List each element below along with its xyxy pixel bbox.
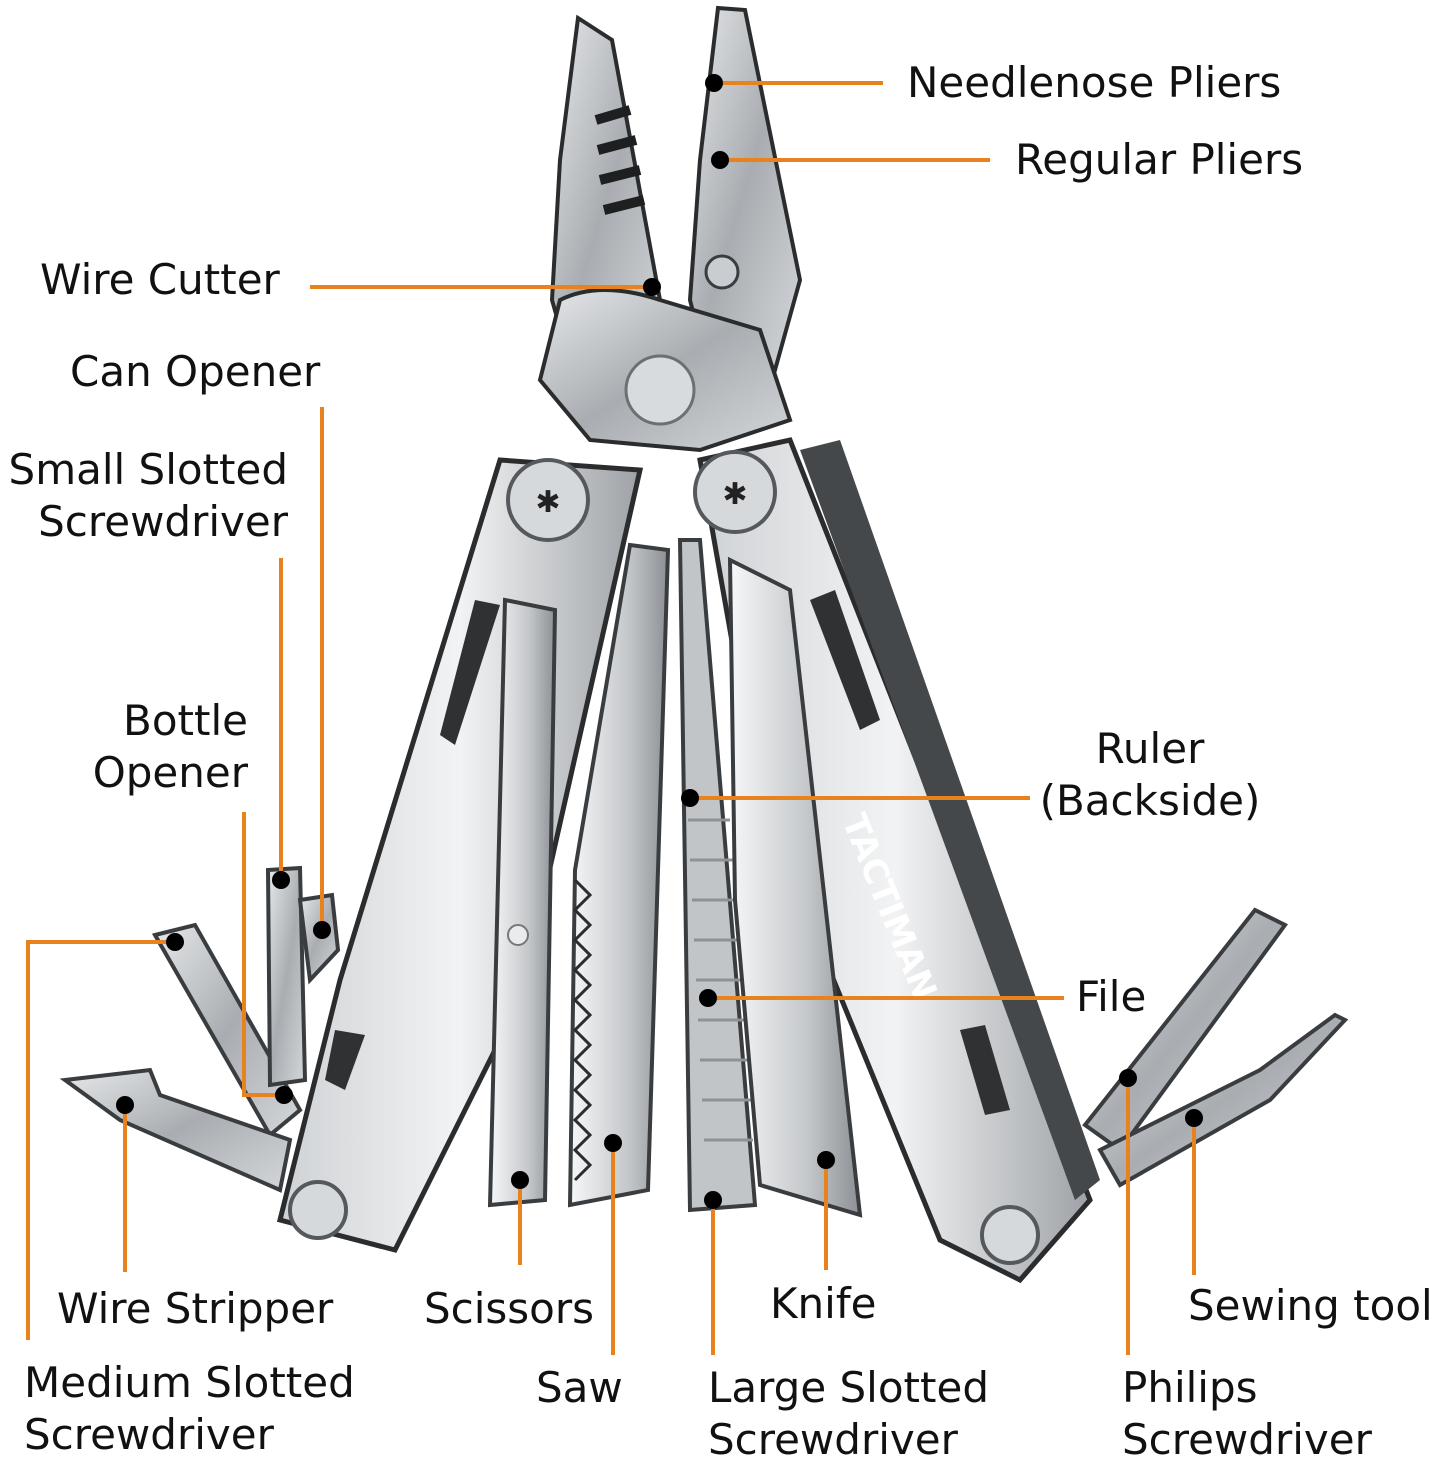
dot-marker: [704, 1191, 722, 1209]
dot-marker: [1185, 1109, 1203, 1127]
right-pivot-screw-icon: [693, 450, 777, 534]
small-screwdriver-tool: [265, 865, 308, 1088]
right-bottom-screw-icon: [980, 1205, 1040, 1265]
torx-icon: ✱: [535, 485, 560, 520]
right-handle-cutout: [810, 590, 880, 730]
file-tool: [677, 538, 758, 1213]
saw-tool: [567, 542, 671, 1208]
label-file: File: [1076, 972, 1147, 1021]
dot-marker: [604, 1134, 622, 1152]
dot-marker: [699, 989, 717, 1007]
left-bottom-screw-icon: [288, 1180, 348, 1240]
label-sewing-tool: Sewing tool: [1188, 1281, 1433, 1330]
dot-marker: [275, 1086, 293, 1104]
label-small-slotted-screwdriver: Small Slotted Screwdriver: [8, 445, 288, 546]
left-pivot-screw-icon: [506, 458, 590, 542]
dot-marker: [272, 871, 290, 889]
label-wire-stripper: Wire Stripper: [57, 1284, 334, 1333]
sewing-tool: [1097, 1012, 1349, 1188]
bottle-opener-leader: [242, 812, 284, 1097]
dot-marker: [1119, 1069, 1137, 1087]
label-can-opener: Can Opener: [70, 347, 321, 396]
scissors-tool: [487, 597, 558, 1208]
pivot-cap: [624, 354, 696, 426]
jaw-screw-icon: [704, 254, 740, 290]
knife-tool: [727, 556, 863, 1218]
dot-marker: [166, 933, 184, 951]
medium-screwdriver-leader: [26, 940, 175, 1340]
right-handle-spine: [800, 440, 1100, 1200]
medium-screwdriver-tool: [151, 922, 303, 1139]
left-handle-cutout-2: [325, 1030, 365, 1090]
label-ruler: Ruler (Backside): [1039, 724, 1261, 825]
label-scissors: Scissors: [424, 1284, 595, 1333]
dot-marker: [643, 278, 661, 296]
right-handle-cutout-2: [960, 1025, 1010, 1115]
label-needlenose-pliers: Needlenose Pliers: [907, 58, 1282, 107]
torx-icon: ✱: [722, 477, 747, 512]
dot-marker: [313, 921, 331, 939]
label-philips-screwdriver: Philips Screwdriver: [1122, 1363, 1372, 1464]
callout-dots: [116, 74, 1203, 1209]
dot-marker: [681, 789, 699, 807]
dot-marker: [711, 151, 729, 169]
label-bottle-opener: Bottle Opener: [92, 696, 248, 797]
label-wire-cutter: Wire Cutter: [40, 255, 280, 304]
left-handle-cutout: [440, 600, 500, 745]
saw-teeth: [572, 878, 593, 1182]
dot-marker: [705, 74, 723, 92]
plier-teeth: [594, 105, 646, 215]
label-regular-pliers: Regular Pliers: [1015, 135, 1304, 184]
callout-lines: [26, 81, 1196, 1355]
scissors-rivet-icon: [507, 924, 529, 946]
dot-marker: [116, 1096, 134, 1114]
file-texture: [688, 818, 753, 1142]
dot-marker: [511, 1171, 529, 1189]
label-knife: Knife: [770, 1279, 877, 1328]
dot-marker: [817, 1151, 835, 1169]
label-saw: Saw: [536, 1363, 623, 1412]
multitool-illustration: TACTIMAN ✱ ✱: [59, 5, 1349, 1284]
label-large-slotted-screwdriver: Large Slotted Screwdriver: [708, 1363, 989, 1464]
label-medium-slotted-screwdriver: Medium Slotted Screwdriver: [24, 1358, 355, 1459]
